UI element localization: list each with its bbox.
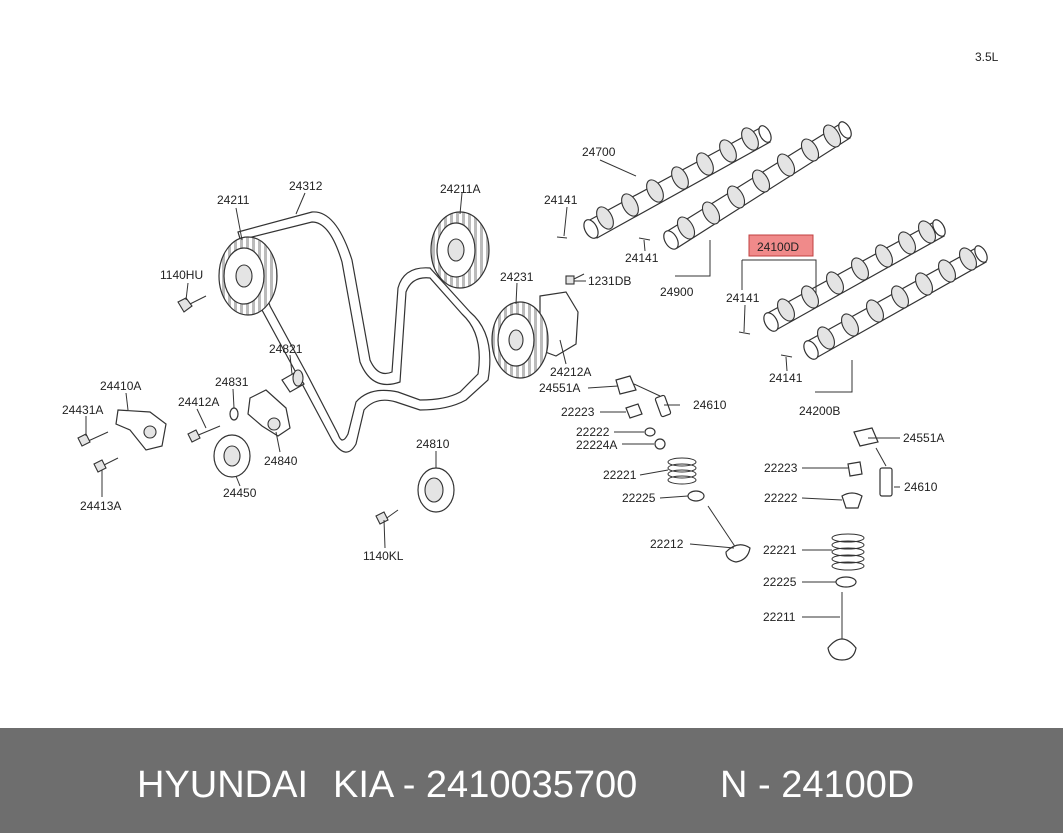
tensioner-arm-24840 [247,389,291,437]
label-22225-b: 22225 [763,575,797,589]
spring-seat-22225-left [687,490,705,502]
label-24141-d: 24141 [769,371,803,385]
lash-adjuster-24551A-right [853,427,887,467]
label-22211: 22211 [763,610,796,624]
retainer-22223-right [847,461,863,477]
label-22212: 22212 [650,537,684,551]
timing-belt-24312 [237,211,491,453]
lifter-24610-left [654,394,672,418]
camshaft-24200B [803,245,988,360]
label-24610-b: 24610 [904,480,938,494]
tensioner-24410A [115,409,167,451]
bolt-24413A [93,457,119,473]
label-24840: 24840 [264,454,298,468]
bolt-24412A [187,425,221,443]
label-24141-a: 24141 [544,193,578,207]
label-1140HU: 1140HU [160,268,203,282]
oem-number-text: KIA - 2410035700 [333,764,638,806]
lifter-24610-right [879,467,893,497]
label-24450: 24450 [223,486,257,500]
idler-pulley-24450 [213,434,251,478]
label-24212A: 24212A [550,365,591,379]
bolt-24431A [77,431,109,447]
label-24141-b: 24141 [625,251,659,265]
label-24200B: 24200B [799,404,840,418]
label-24100D[interactable]: 24100D [757,240,799,254]
engine-label: 3.5L [975,50,999,64]
camshaft-24100D [763,219,946,332]
label-24412A: 24412A [178,395,219,409]
label-24821: 24821 [269,342,303,356]
part-labels: 24700 24141 24141 24900 24100D 24141 241… [62,145,944,624]
valve-key-22222-left [644,427,656,437]
valve-key-22222-right [841,492,863,509]
label-22221-b: 22221 [763,543,797,557]
spring-seat-22225-right [835,576,857,588]
lash-adjuster-24551A-left [615,375,661,397]
valve-spring-22221-right [831,533,865,571]
part-number-footer: HYUNDAI KIA - 2410035700 N - 24100D [0,728,1063,833]
label-24551A-b: 24551A [903,431,944,445]
label-24610-a: 24610 [693,398,727,412]
label-22225-a: 22225 [622,491,656,505]
label-24211A: 24211A [440,182,480,196]
highlight-box [748,234,814,257]
sprocket-24211A [430,211,490,289]
bolt-1140KL [375,509,399,525]
seal-22224A [654,438,666,450]
label-24831: 24831 [215,375,249,389]
label-1231DB: 1231DB [588,274,631,288]
camshaft-24900 [663,121,852,250]
reference-number-text: N - 24100D [720,764,915,806]
label-24413A: 24413A [80,499,121,513]
bolt-1140HU [177,295,207,313]
sleeve-24821 [281,369,305,393]
label-24410A: 24410A [100,379,141,393]
label-22222-a: 22222 [576,425,610,439]
label-24141-c: 24141 [726,291,760,305]
label-22221-a: 22221 [603,468,637,482]
label-22222-b: 22222 [764,491,798,505]
parts-diagram: 3.5L [62,50,999,661]
idler-pulley-24810 [417,467,455,513]
dowel-pins [556,236,793,358]
label-24312: 24312 [289,179,323,193]
label-24431A: 24431A [62,403,103,417]
label-22223-a: 22223 [561,405,595,419]
label-24810: 24810 [416,437,450,451]
washer-24831 [229,407,239,421]
valve-22211 [827,592,857,661]
label-24231: 24231 [500,270,534,284]
label-24211: 24211 [217,193,250,207]
camshaft-24700 [583,125,772,239]
leader-lines [85,159,900,618]
label-1140KL: 1140KL [363,549,404,563]
sprocket-24211 [218,236,278,316]
sprocket-24231 [491,291,579,379]
label-24900: 24900 [660,285,694,299]
brand-text: HYUNDAI [137,764,309,806]
label-24700: 24700 [582,145,616,159]
valve-22212 [707,505,751,563]
retainer-22223-left [625,403,643,419]
label-22223-b: 22223 [764,461,798,475]
valve-spring-22221-left [667,457,697,485]
label-22224A: 22224A [576,438,617,452]
bolt-1231DB [565,273,585,285]
label-24551A-a: 24551A [539,381,580,395]
